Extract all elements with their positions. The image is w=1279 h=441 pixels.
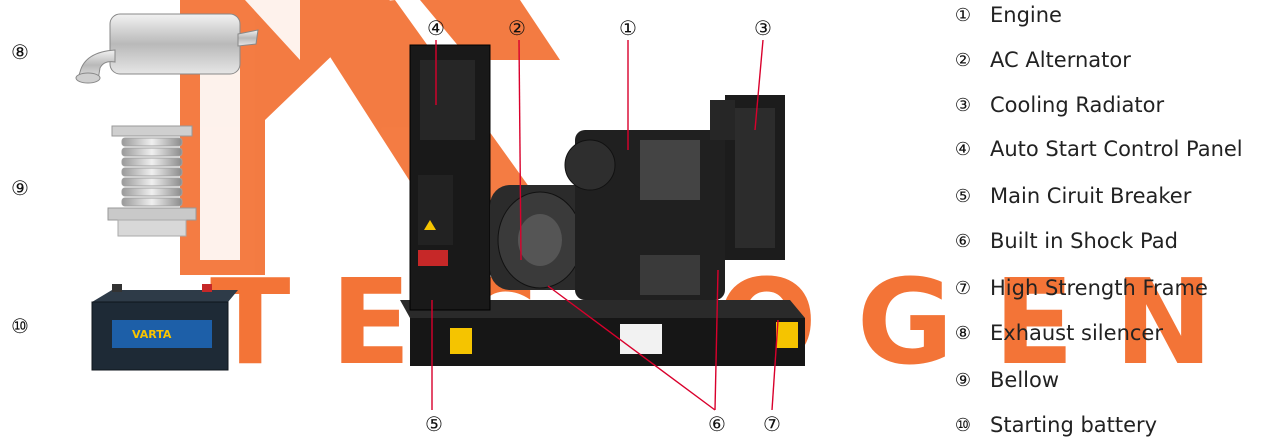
engine: [564, 130, 725, 300]
legend-item-auto-start-control-panel: ④ Auto Start Control Panel: [936, 134, 1243, 164]
legend-item-ac-alternator: ② AC Alternator: [936, 45, 1131, 75]
legend-item-bellow: ⑨ Bellow: [936, 365, 1059, 395]
legend-label: Bellow: [990, 368, 1060, 392]
exhaust-silencer-icon: [75, 13, 259, 84]
legend-label: Built in Shock Pad: [990, 229, 1178, 253]
callout-number: ③: [754, 16, 772, 40]
legend-item-built-in-shock-pad: ⑥ Built in Shock Pad: [936, 226, 1178, 256]
alternator: [490, 185, 600, 290]
legend-number: ⑤: [954, 185, 972, 207]
legend-number: ①: [954, 4, 972, 26]
legend-item-cooling-radiator: ③ Cooling Radiator: [936, 90, 1164, 120]
legend-number: ⑧: [954, 322, 972, 344]
legend-number: ②: [954, 49, 972, 71]
control-panel: [409, 44, 491, 311]
callout-number: ②: [508, 16, 526, 40]
legend-number: ③: [954, 94, 972, 116]
legend-item-main-circuit-breaker: ⑤ Main Ciruit Breaker: [936, 181, 1191, 211]
side-item-8-number: ⑧: [11, 40, 29, 64]
callout-number: ⑤: [425, 412, 443, 436]
legend-item-exhaust-silencer: ⑧ Exhaust silencer: [936, 318, 1163, 348]
starting-battery-icon: VARTA: [91, 284, 238, 371]
legend-number: ⑥: [954, 230, 972, 252]
callout-lines: [431, 39, 779, 411]
side-item-10-number: ⑩: [11, 314, 29, 338]
bellow-icon: [107, 125, 197, 237]
legend-item-starting-battery: ⑩ Starting battery: [936, 410, 1157, 440]
legend-item-engine: ① Engine: [936, 0, 1062, 30]
legend-label: Starting battery: [990, 413, 1158, 437]
callout-number: ⑦: [763, 412, 781, 436]
svg-text:VARTA: VARTA: [132, 328, 172, 341]
callout-number: ④: [427, 16, 445, 40]
legend-label: Auto Start Control Panel: [990, 137, 1243, 161]
legend-label: Cooling Radiator: [990, 93, 1165, 117]
genset-frame: [400, 300, 805, 366]
legend-label: Engine: [990, 3, 1062, 27]
legend-number: ⑨: [954, 369, 972, 391]
side-item-9-number: ⑨: [11, 176, 29, 200]
callout-number: ⑥: [708, 412, 726, 436]
legend-label: Exhaust silencer: [990, 321, 1163, 345]
legend-number: ⑩: [954, 414, 972, 436]
legend-label: High Strength Frame: [990, 276, 1208, 300]
callout-number: ①: [619, 16, 637, 40]
legend-label: AC Alternator: [990, 48, 1131, 72]
legend-number: ④: [954, 138, 972, 160]
legend-number: ⑦: [954, 277, 972, 299]
legend-item-high-strength-frame: ⑦ High Strength Frame: [936, 273, 1208, 303]
legend-label: Main Ciruit Breaker: [990, 184, 1192, 208]
radiator: [710, 95, 785, 260]
